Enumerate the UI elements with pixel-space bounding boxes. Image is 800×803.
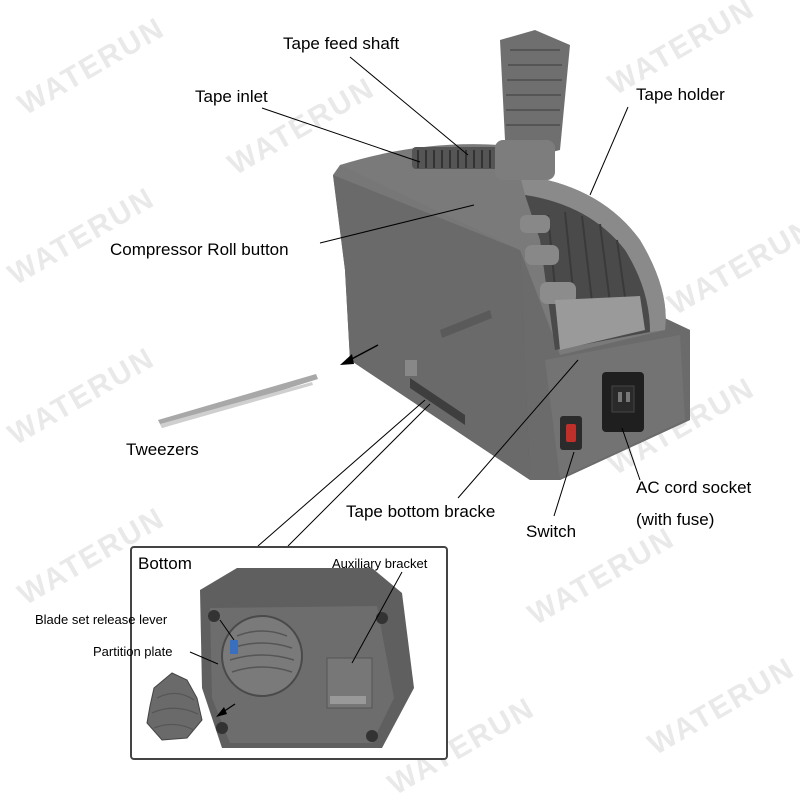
- label-ac-cord-socket: AC cord socket: [636, 478, 752, 497]
- tape-dispenser-machine: [333, 30, 690, 480]
- label-tape-holder: Tape holder: [636, 85, 725, 104]
- tweezers-illustration: [158, 374, 318, 428]
- label-auxiliary-bracket: Auxiliary bracket: [332, 556, 428, 571]
- label-partition-plate: Partition plate: [93, 644, 173, 659]
- label-compressor-roll-button: Compressor Roll button: [110, 240, 289, 259]
- bottom-view-illustration: [146, 568, 414, 748]
- label-blade-release-lever: Blade set release lever: [35, 612, 168, 627]
- label-tweezers: Tweezers: [126, 440, 199, 459]
- label-tape-feed-shaft: Tape feed shaft: [283, 34, 400, 53]
- label-with-fuse: (with fuse): [636, 510, 715, 529]
- inset-title: Bottom: [138, 554, 192, 573]
- bottom-view-inset: Bottom Auxiliary bracket: [130, 546, 448, 760]
- label-tape-bottom-bracket: Tape bottom bracke: [346, 502, 496, 521]
- label-tape-inlet: Tape inlet: [195, 87, 268, 106]
- label-switch: Switch: [526, 522, 577, 541]
